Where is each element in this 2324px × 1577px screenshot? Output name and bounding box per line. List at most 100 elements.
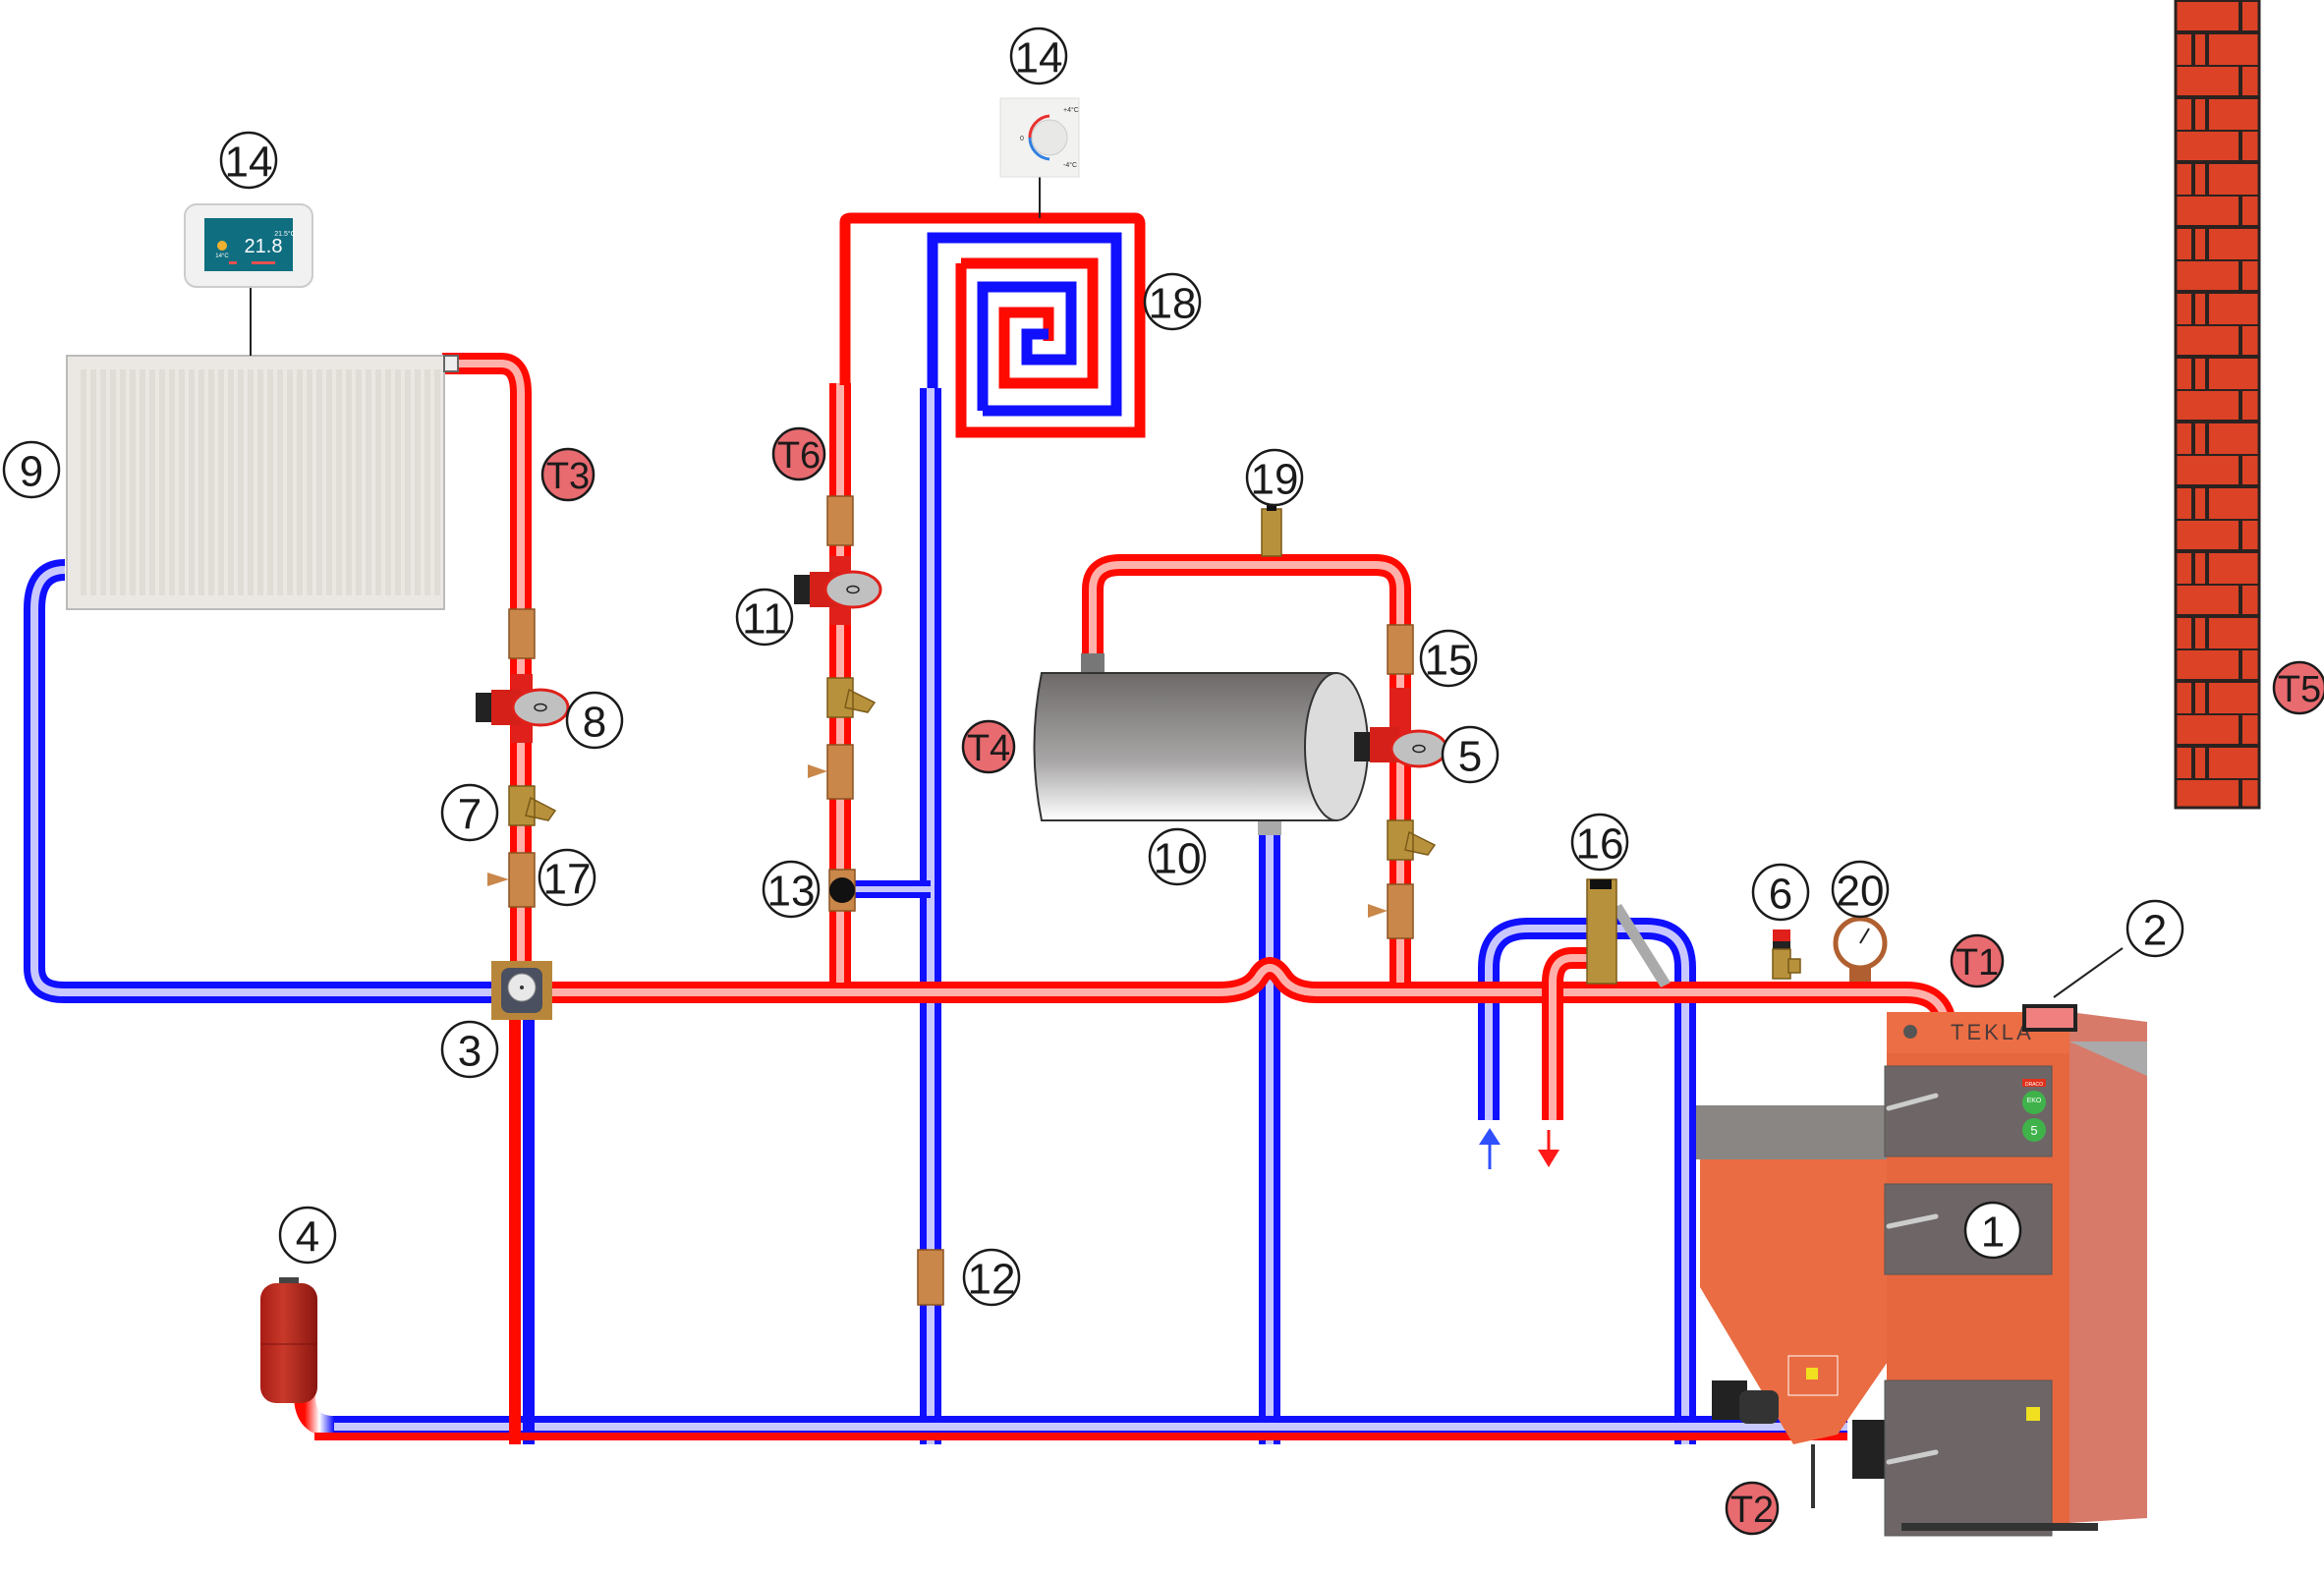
door-handle xyxy=(1886,1213,1939,1229)
svg-text:10: 10 xyxy=(1154,835,1202,883)
radiator-fin xyxy=(366,369,371,595)
pump-11 xyxy=(794,556,882,625)
radiator-fin xyxy=(346,369,352,595)
brick-wall xyxy=(2174,0,2261,810)
svg-text:T2: T2 xyxy=(1730,1490,1774,1531)
radiator-fin xyxy=(405,369,411,595)
ball-valve xyxy=(826,744,854,800)
svg-text:11: 11 xyxy=(742,595,787,644)
label-10-dhw-tank: 10 xyxy=(1148,827,1207,886)
pump-5 xyxy=(1354,688,1448,768)
boiler: TEKLA DRACO EKO 5 xyxy=(1696,1004,2147,1537)
check-valve xyxy=(1387,624,1414,675)
dial-plus-label: +4°C xyxy=(1063,106,1079,114)
hot-outlet-arrow xyxy=(1538,1130,1559,1167)
thermal-discharge-valve xyxy=(1586,878,1671,987)
radiator-valve-head xyxy=(443,355,459,372)
radiator-fin xyxy=(228,369,234,595)
ball-valve xyxy=(1387,883,1414,939)
dial-zero-label: 0 xyxy=(1020,136,1024,142)
strainer xyxy=(508,785,557,826)
pressure-gauge xyxy=(1833,916,1888,982)
label-5-dhw-pump: 5 xyxy=(1441,725,1500,784)
svg-text:T1: T1 xyxy=(1956,942,1999,984)
label-16-thermal-discharge-valve: 16 xyxy=(1570,813,1629,872)
draco-badge-text: DRACO xyxy=(2025,1082,2043,1088)
thermostat-setpoint: 21.5°C xyxy=(274,230,295,238)
svg-text:16: 16 xyxy=(1576,820,1624,869)
coupling-12 xyxy=(917,1249,944,1306)
sensor-t1: T1 xyxy=(1950,933,2005,988)
label-18-floor-heating-loop: 18 xyxy=(1143,272,1202,331)
radiator-fin xyxy=(267,369,273,595)
svg-text:17: 17 xyxy=(543,856,592,904)
label-13-floor-mixing-valve: 13 xyxy=(762,860,821,919)
cold-inlet-arrow xyxy=(1479,1128,1501,1169)
label-1-boiler: 1 xyxy=(1963,1201,2022,1260)
class-5-badge-text: 5 xyxy=(2030,1123,2037,1138)
svg-text:4: 4 xyxy=(296,1213,319,1262)
eko-badge-text: EKO xyxy=(2027,1098,2042,1104)
expansion-vessel xyxy=(260,1277,317,1403)
label-6-safety-valve: 6 xyxy=(1751,863,1810,922)
safety-valve xyxy=(1772,929,1801,980)
label-9-radiator: 9 xyxy=(2,440,61,499)
svg-text:9: 9 xyxy=(20,448,43,496)
air-vent xyxy=(1261,508,1282,557)
tank-connector xyxy=(1081,653,1105,673)
thermostat-temperature: 21.8 xyxy=(245,236,283,257)
sensor-t2: T2 xyxy=(1725,1481,1780,1536)
radiator-fin xyxy=(257,369,263,595)
radiator-fin xyxy=(218,369,224,595)
coupling xyxy=(826,495,854,546)
svg-text:18: 18 xyxy=(1149,280,1197,328)
radiator-fin xyxy=(425,369,430,595)
sensor-t4: T4 xyxy=(961,719,1016,774)
radiator-fin xyxy=(130,369,136,595)
weather-icon xyxy=(217,241,227,251)
valve-handle xyxy=(1368,904,1388,918)
svg-text:8: 8 xyxy=(583,699,606,747)
coupling xyxy=(508,608,536,659)
radiator-fin xyxy=(208,369,214,595)
radiator-fin xyxy=(140,369,145,595)
svg-text:T4: T4 xyxy=(967,728,1010,769)
label-2-boiler-controller: 2 xyxy=(2126,899,2184,958)
radiator-fin xyxy=(100,369,106,595)
radiator-fin xyxy=(277,369,283,595)
svg-text:T5: T5 xyxy=(2278,669,2321,710)
door-handle xyxy=(1886,1093,1939,1111)
radiator-fin xyxy=(81,369,86,595)
strainer xyxy=(1387,819,1437,861)
valve-handle xyxy=(808,764,827,778)
pump-8 xyxy=(476,674,570,743)
room-thermostat-dial: +4°C 0 -4°C xyxy=(999,97,1080,218)
label-11-floor-heating-pump: 11 xyxy=(735,588,794,647)
sensor-t3: T3 xyxy=(540,447,595,502)
radiator-fin xyxy=(385,369,391,595)
ball-valve xyxy=(508,852,536,908)
svg-text:14: 14 xyxy=(225,139,273,187)
svg-text:2: 2 xyxy=(2143,907,2167,955)
radiator-fin xyxy=(434,369,440,595)
svg-text:3: 3 xyxy=(458,1028,482,1076)
leader-line-2 xyxy=(2053,947,2124,998)
label-15-check-valve: 15 xyxy=(1419,629,1478,688)
room-thermostat-touch: 21.8 21.5°C 14°C xyxy=(184,203,313,356)
eko-badge xyxy=(2022,1091,2046,1114)
svg-text:7: 7 xyxy=(458,791,482,839)
radiator-fin xyxy=(248,369,254,595)
svg-text:1: 1 xyxy=(1981,1209,2005,1257)
sensor-t5: T5 xyxy=(2272,660,2324,715)
sensor-t6: T6 xyxy=(771,426,826,481)
svg-text:13: 13 xyxy=(767,868,816,916)
radiator xyxy=(66,355,459,610)
thermostat-outdoor: 14°C xyxy=(215,253,229,259)
radiator-fin xyxy=(120,369,126,595)
dial-minus-label: -4°C xyxy=(1063,161,1077,169)
label-8-radiator-circuit-pump: 8 xyxy=(565,691,624,750)
fittings xyxy=(476,495,1888,1306)
svg-text:14: 14 xyxy=(1015,34,1063,83)
svg-text:20: 20 xyxy=(1837,868,1885,916)
